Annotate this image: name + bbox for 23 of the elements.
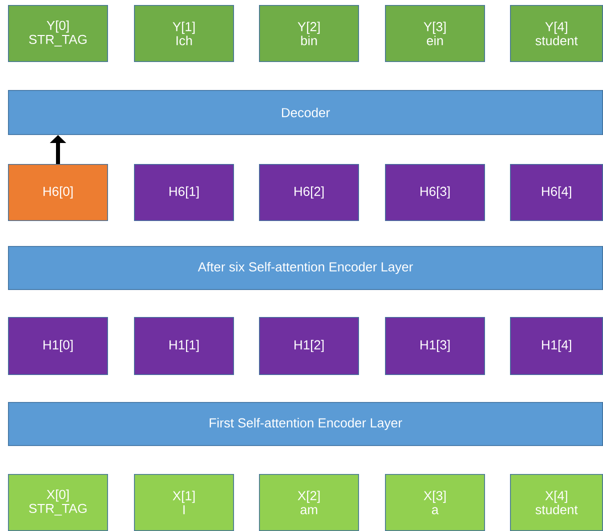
token-box: Y[4] student [510, 5, 603, 62]
token-box: Y[2] bin [259, 5, 359, 62]
token-box: Y[0] STR_TAG [8, 5, 108, 62]
token-box: X[2] am [259, 474, 359, 531]
layer-band: First Self-attention Encoder Layer [8, 402, 603, 446]
token-box: X[4] student [510, 474, 603, 531]
token-box: X[1] I [134, 474, 234, 531]
hidden-state-box: H6[0] [8, 164, 108, 221]
hidden-state-box: H6[3] [385, 164, 485, 221]
layer-band: Decoder [8, 90, 603, 135]
token-box: X[3] a [385, 474, 485, 531]
hidden-state-box: H1[0] [8, 317, 108, 375]
layer-band: After six Self-attention Encoder Layer [8, 246, 603, 290]
hidden-state-box: H6[4] [510, 164, 603, 221]
hidden-state-box: H1[3] [385, 317, 485, 375]
hidden-state-box: H1[1] [134, 317, 234, 375]
hidden-state-box: H6[2] [259, 164, 359, 221]
hidden-state-box: H1[4] [510, 317, 603, 375]
token-box: X[0] STR_TAG [8, 474, 108, 531]
hidden-state-box: H1[2] [259, 317, 359, 375]
token-box: Y[3] ein [385, 5, 485, 62]
hidden-state-box: H6[1] [134, 164, 234, 221]
token-box: Y[1] Ich [134, 5, 234, 62]
